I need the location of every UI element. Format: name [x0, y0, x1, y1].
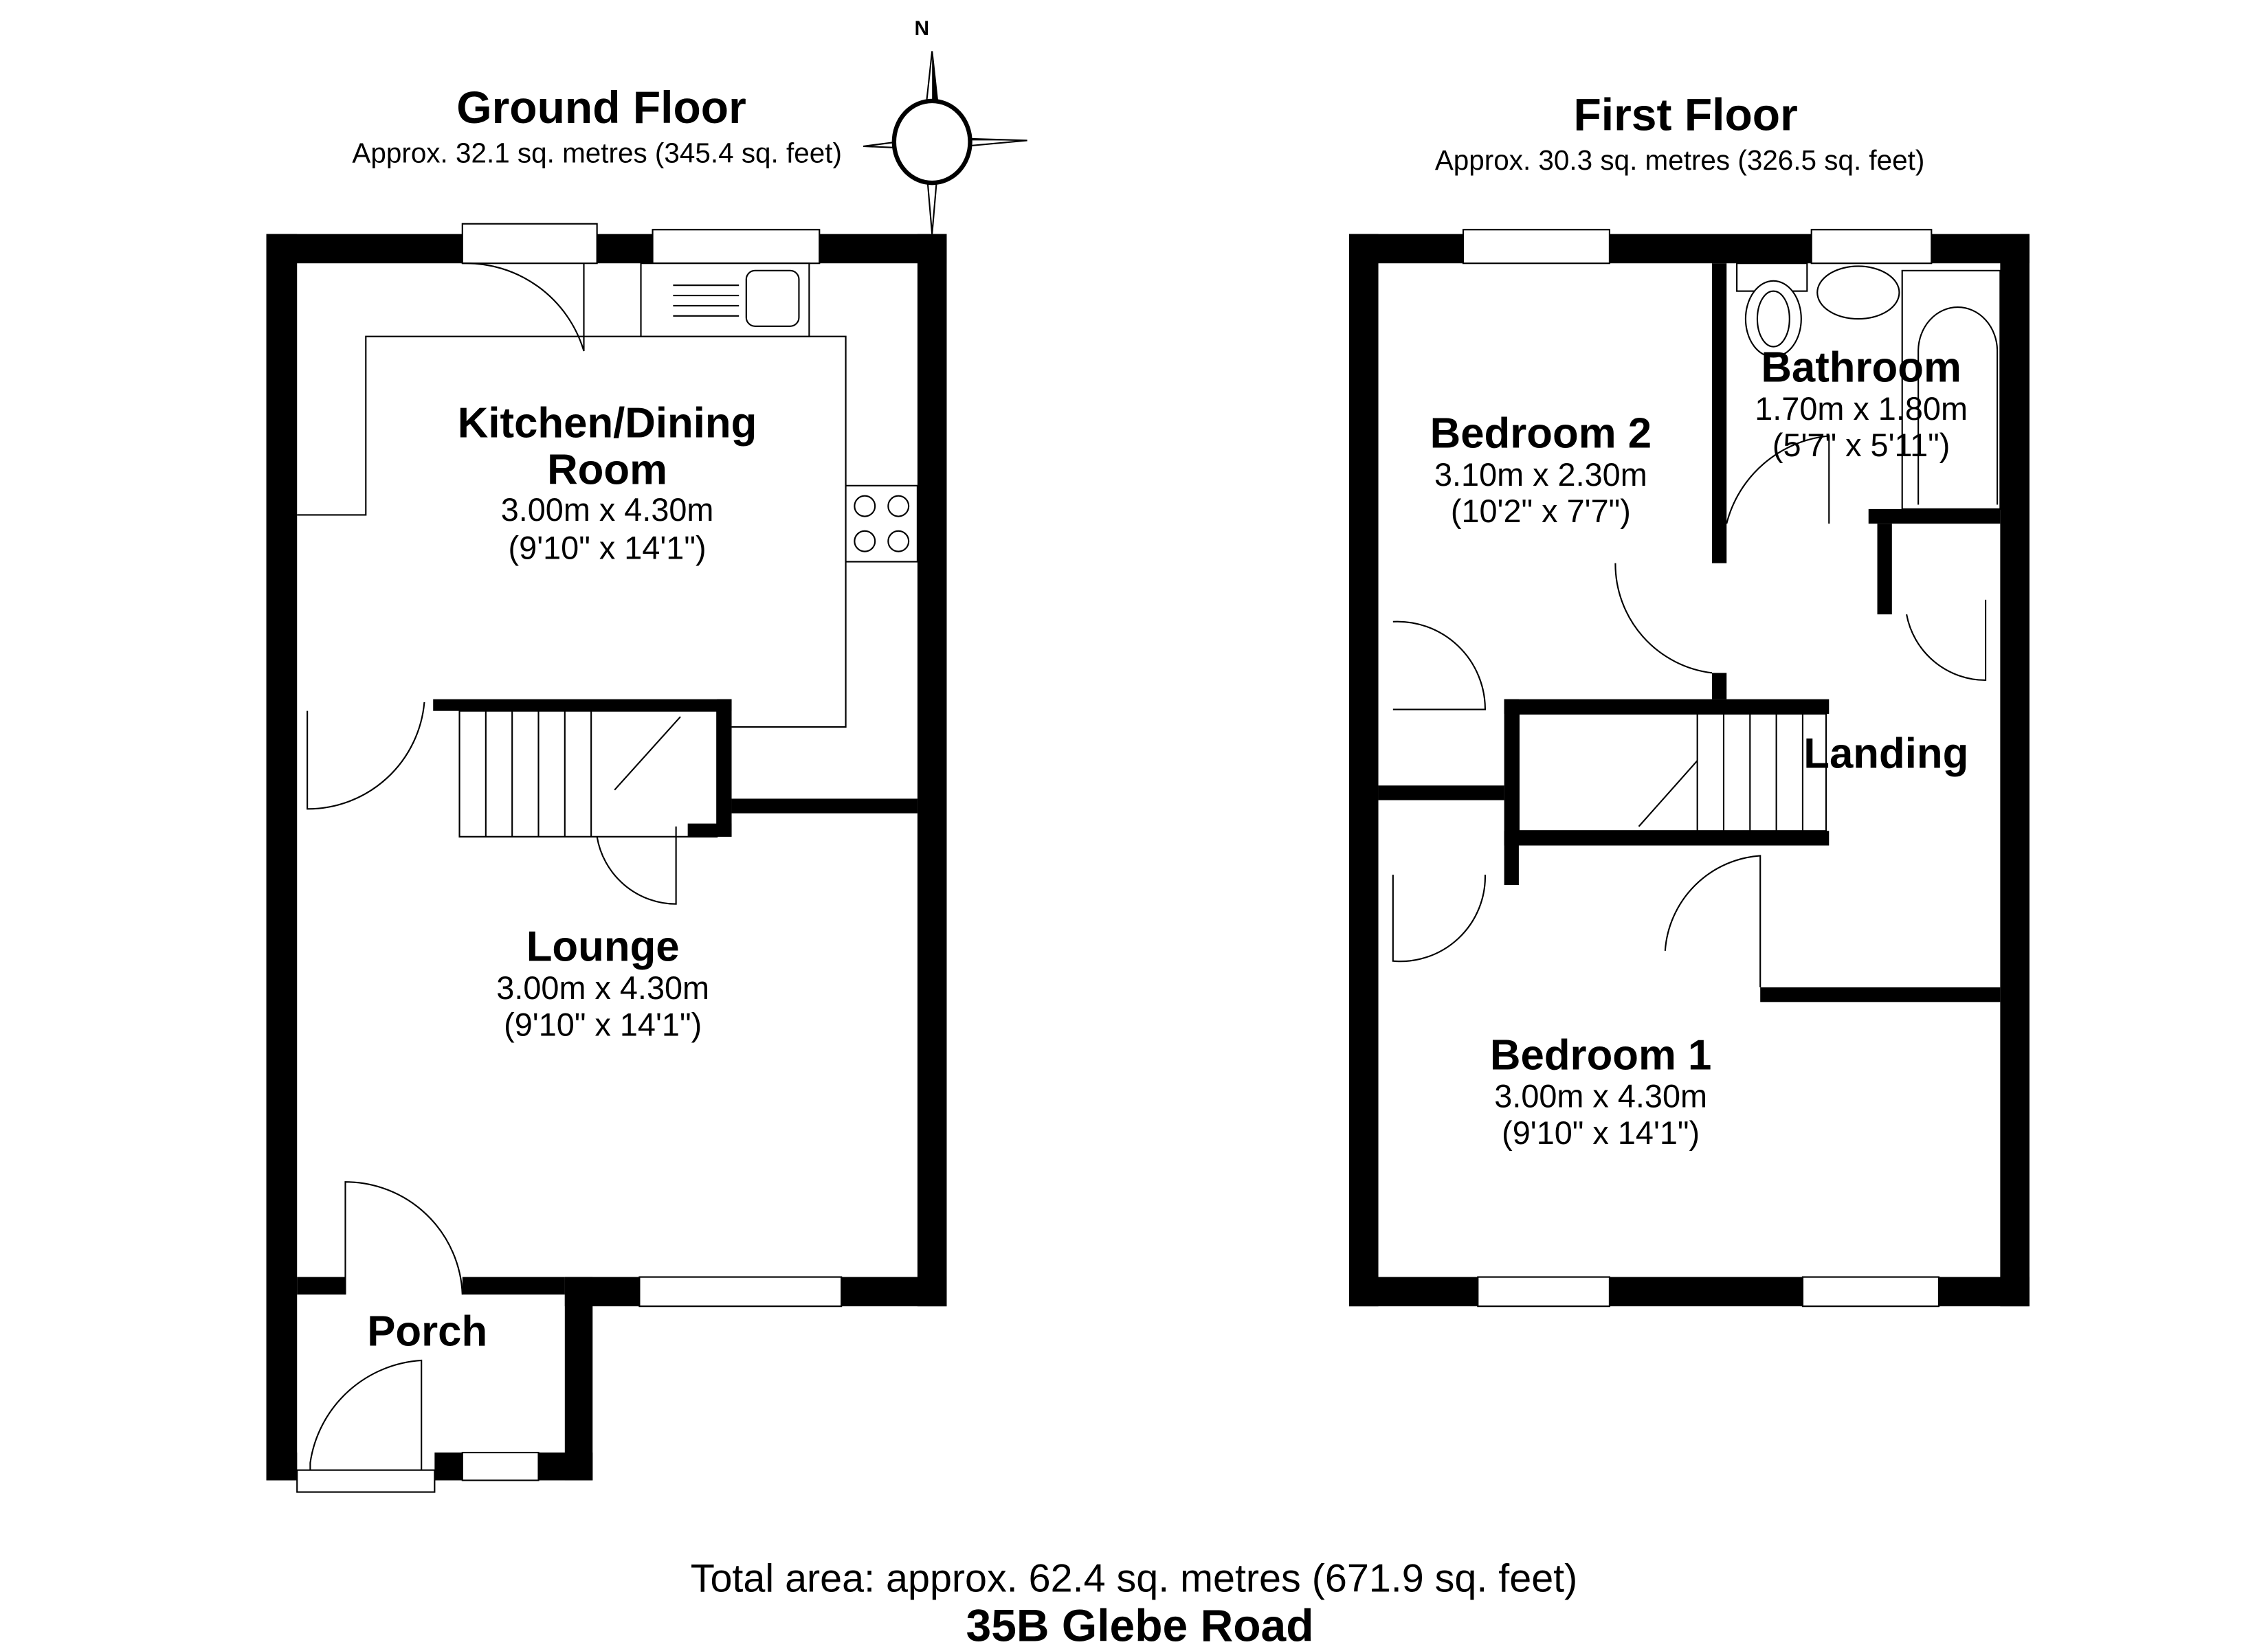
- kitchen-metric: 3.00m x 4.30m: [501, 492, 714, 528]
- door-swing: [596, 826, 677, 905]
- door-frame: [461, 223, 598, 265]
- door-swing: [1906, 599, 1987, 682]
- lounge-name: Lounge: [526, 923, 680, 971]
- door-frame: [296, 1469, 436, 1493]
- compass-north-label: N: [915, 17, 930, 40]
- staircase: [1517, 713, 1827, 832]
- ground-floor-title: Ground Floor: [456, 82, 746, 133]
- bedroom1-metric: 3.00m x 4.30m: [1494, 1079, 1707, 1114]
- door-swing: [344, 1181, 463, 1295]
- kitchen-name: Kitchen/Dining: [458, 400, 757, 447]
- porch-name: Porch: [367, 1308, 487, 1356]
- bathroom-imperial: (5'7" x 5'11"): [1772, 427, 1950, 463]
- window: [652, 229, 821, 265]
- door-swing: [1726, 435, 1830, 524]
- window: [1462, 229, 1610, 265]
- window: [461, 1452, 540, 1481]
- door-swing: [1664, 855, 1761, 988]
- bathroom-metric: 1.70m x 1.80m: [1755, 391, 1968, 427]
- hob: [845, 484, 918, 563]
- ground-floor-walls: [266, 234, 947, 1481]
- kitchen-counter: [297, 335, 847, 728]
- address: 35B Glebe Road: [966, 1600, 1314, 1649]
- door-swing: [307, 702, 425, 810]
- kitchen-imperial: (9'10" x 14'1"): [509, 530, 707, 565]
- toilet: [1744, 280, 1802, 358]
- window: [1801, 1276, 1940, 1308]
- lounge-metric: 3.00m x 4.30m: [496, 970, 709, 1006]
- bathroom-name: Bathroom: [1761, 344, 1961, 392]
- basin: [1816, 265, 1900, 320]
- first-floor-fixtures: [1392, 229, 2001, 1308]
- ground-floor-fixtures: [296, 223, 918, 1493]
- bedroom1-name: Bedroom 1: [1490, 1031, 1711, 1079]
- landing-name: Landing: [1803, 730, 1968, 778]
- first-floor-area: Approx. 30.3 sq. metres (326.5 sq. feet): [1435, 144, 1925, 176]
- door-swing: [1614, 563, 1713, 674]
- bedroom2-imperial: (10'2" x 7'7"): [1451, 493, 1631, 529]
- kitchen-name: Room: [547, 447, 667, 494]
- bedroom1-imperial: (9'10" x 14'1"): [1502, 1115, 1700, 1151]
- compass-icon: N: [863, 17, 1027, 234]
- window: [1477, 1276, 1610, 1308]
- lounge-imperial: (9'10" x 14'1"): [504, 1007, 702, 1042]
- window: [1810, 229, 1933, 265]
- door-swing: [462, 262, 585, 352]
- window: [638, 1276, 843, 1308]
- first-floor-walls: [1348, 234, 2030, 1307]
- ground-floor-area: Approx. 32.1 sq. metres (345.4 sq. feet): [352, 137, 842, 168]
- door-swing: [1392, 875, 1487, 963]
- first-floor-title: First Floor: [1574, 89, 1798, 139]
- bedroom2-metric: 3.10m x 2.30m: [1434, 457, 1647, 493]
- door-swing: [1392, 620, 1487, 710]
- total-area: Total area: approx. 62.4 sq. metres (671…: [691, 1556, 1578, 1600]
- bedroom2-name: Bedroom 2: [1430, 410, 1652, 457]
- staircase: [458, 710, 718, 838]
- door-swing: [309, 1359, 423, 1470]
